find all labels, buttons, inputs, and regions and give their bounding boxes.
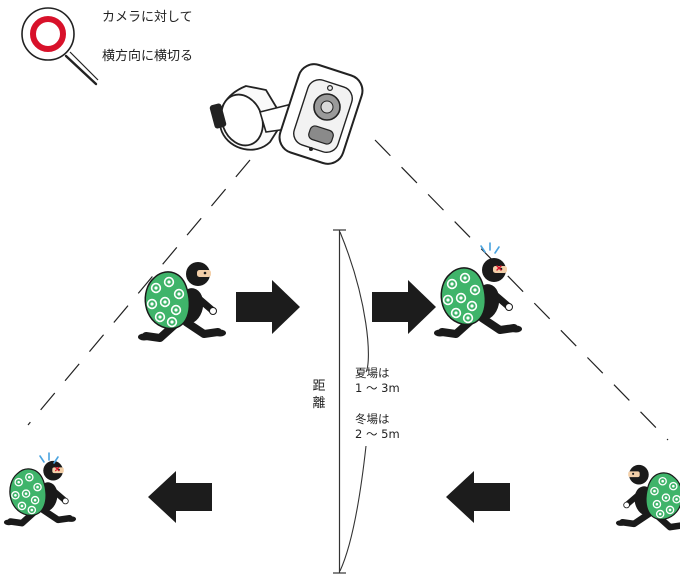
- view-right-edge: [374, 139, 669, 441]
- arrow-left-icon: [446, 471, 510, 523]
- arrow-right-icon: [372, 280, 436, 334]
- view-left-edge: [27, 159, 251, 426]
- thief-top-left-icon: [138, 262, 226, 341]
- magnifier-circle-icon: [21, 7, 99, 86]
- summer-range: 1 〜 3m: [355, 381, 400, 395]
- distance-label-char: 離: [312, 396, 326, 411]
- arrow-right-icon: [236, 280, 300, 334]
- winter-label: 冬場は: [355, 412, 390, 426]
- arrow-left-icon: [148, 471, 212, 523]
- distance-label: 距 離: [312, 378, 326, 412]
- sweat-marks-icon: [39, 452, 59, 464]
- distance-label-char: 距: [312, 379, 326, 394]
- callout-line-2: 横方向に横切る: [102, 49, 194, 64]
- thief-bottom-right-icon: [616, 465, 680, 529]
- callout-line-1: カメラに対して: [102, 10, 193, 25]
- thief-bottom-left-icon: [4, 461, 76, 525]
- thief-top-right-icon: [434, 258, 522, 337]
- summer-label: 夏場は: [355, 366, 390, 380]
- distance-scale: [333, 229, 369, 574]
- security-camera-icon: [209, 63, 364, 165]
- winter-range: 2 〜 5m: [355, 427, 400, 441]
